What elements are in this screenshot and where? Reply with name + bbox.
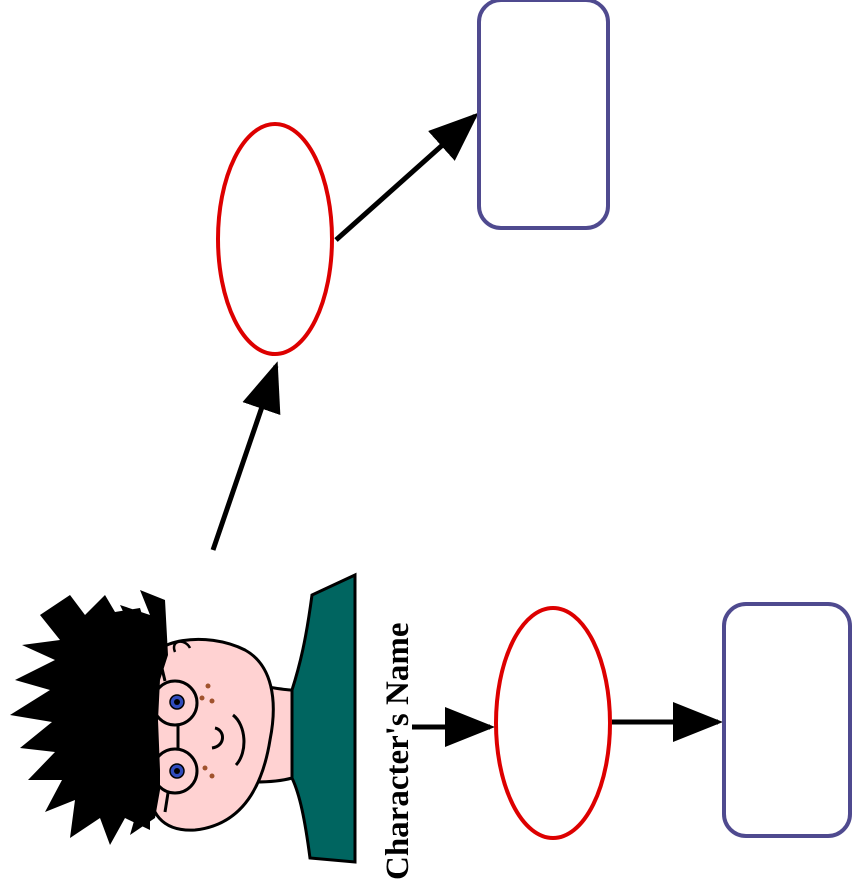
character-hair [10,590,168,845]
character-icon [10,572,357,864]
character-right-lens [151,747,199,795]
bottom-oval [494,606,612,840]
arrow-character-to-top-oval [210,361,281,551]
top-box [477,0,610,230]
top-oval [216,122,334,356]
character-shirt [290,572,357,864]
character-face [148,637,275,832]
bottom-box [722,602,852,838]
character-left-lens [151,679,199,727]
arrow-top-oval-to-top-box [334,112,479,242]
character-name-label: Character's Name [380,623,416,881]
